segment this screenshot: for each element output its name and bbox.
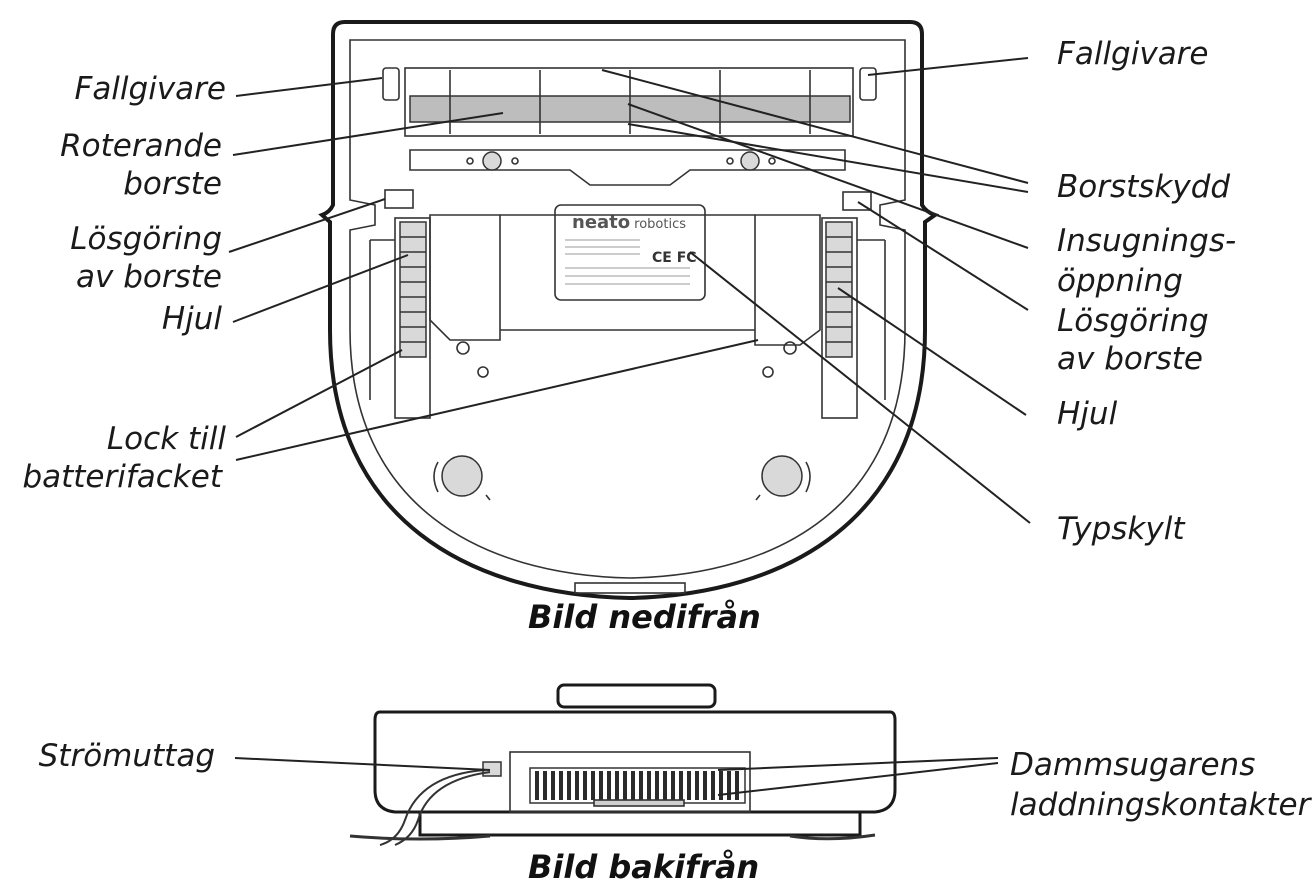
contact-slat: [695, 771, 699, 800]
rail-screw-left: [482, 151, 502, 171]
label-power-socket: Strömuttag: [38, 738, 215, 774]
contact-slat: [687, 771, 691, 800]
wheel-housing-right: [821, 217, 858, 419]
contact-slat: [599, 771, 603, 800]
type-plate-marks: CE FC: [652, 250, 697, 266]
contact-slat: [727, 771, 731, 800]
contact-slat: [615, 771, 619, 800]
type-plate-fineprint: [565, 239, 690, 285]
robot-body-outline: [318, 20, 940, 601]
contact-slat: [575, 771, 579, 800]
caster-left: [441, 455, 483, 497]
contact-slat: [543, 771, 547, 800]
contact-slat: [647, 771, 651, 800]
contact-slat: [559, 771, 563, 800]
label-cliff-sensor-left: Fallgivare: [74, 71, 226, 107]
back-body-outline: [373, 710, 897, 814]
contact-slat: [583, 771, 587, 800]
contact-slat: [663, 771, 667, 800]
contact-slat: [679, 771, 683, 800]
contact-slat: [591, 771, 595, 800]
battery-cover-right: [754, 214, 821, 346]
cliff-sensor-left: [382, 67, 400, 101]
label-brush-release-right-line2: av borste: [1057, 341, 1203, 377]
contact-slat: [711, 771, 715, 800]
contact-slat: [535, 771, 539, 800]
label-suction-opening-line2: öppning: [1057, 263, 1183, 299]
caster-right: [761, 455, 803, 497]
wheel-left-tread: [400, 236, 426, 343]
type-plate: [554, 204, 706, 301]
leader-lines: [228, 57, 1031, 796]
contact-slat: [735, 771, 739, 800]
contact-slat: [623, 771, 627, 800]
contact-slat: [631, 771, 635, 800]
contact-slat: [655, 771, 659, 800]
label-brush-release-left-line2: av borste: [76, 259, 222, 295]
label-brush-guard: Borstskydd: [1057, 169, 1231, 205]
label-brush-release-right-line1: Lösgöring: [1057, 303, 1209, 339]
contact-slat: [607, 771, 611, 800]
contact-slat: [719, 771, 723, 800]
label-wheel-left: Hjul: [161, 301, 222, 337]
contact-slat: [551, 771, 555, 800]
label-wheel-right: Hjul: [1057, 396, 1118, 432]
label-brush-release-left-line1: Lösgöring: [70, 221, 222, 257]
contact-slat: [703, 771, 707, 800]
wheel-housing-left: [394, 217, 431, 419]
label-battery-cover-line1: Lock till: [106, 421, 226, 457]
label-cliff-sensor-right: Fallgivare: [1057, 36, 1209, 72]
label-rotating-brush-line1: Roterande: [60, 128, 222, 164]
back-center-panel: [509, 751, 751, 813]
label-rotating-brush-line2: borste: [123, 166, 222, 202]
contact-slat: [567, 771, 571, 800]
brush-release-right: [842, 191, 872, 211]
label-charging-contacts-line2: laddningskontakter: [1010, 787, 1311, 823]
wheel-left: [399, 221, 427, 358]
brush-guard-frame: [404, 67, 854, 137]
label-suction-opening-line1: Insugnings-: [1057, 223, 1237, 259]
contact-slat: [671, 771, 675, 800]
wheel-right-tread: [826, 236, 852, 343]
charging-contacts: [529, 767, 746, 804]
contact-slat: [639, 771, 643, 800]
label-type-plate: Typskylt: [1057, 511, 1185, 547]
caption-bottom-view: Bild nedifrån: [528, 598, 761, 636]
back-base: [418, 810, 862, 837]
label-charging-contacts-line1: Dammsugarens: [1010, 747, 1256, 783]
brush-rail: [409, 149, 846, 186]
cliff-sensor-right: [859, 67, 877, 101]
back-view-robot: [349, 683, 897, 846]
back-handle: [556, 683, 717, 709]
caption-back-view: Bild bakifrån: [528, 848, 760, 886]
rail-screw-right: [740, 151, 760, 171]
wheel-right: [825, 221, 853, 358]
inner-recess: [349, 39, 906, 579]
label-battery-cover-line2: batterifacket: [22, 459, 222, 495]
